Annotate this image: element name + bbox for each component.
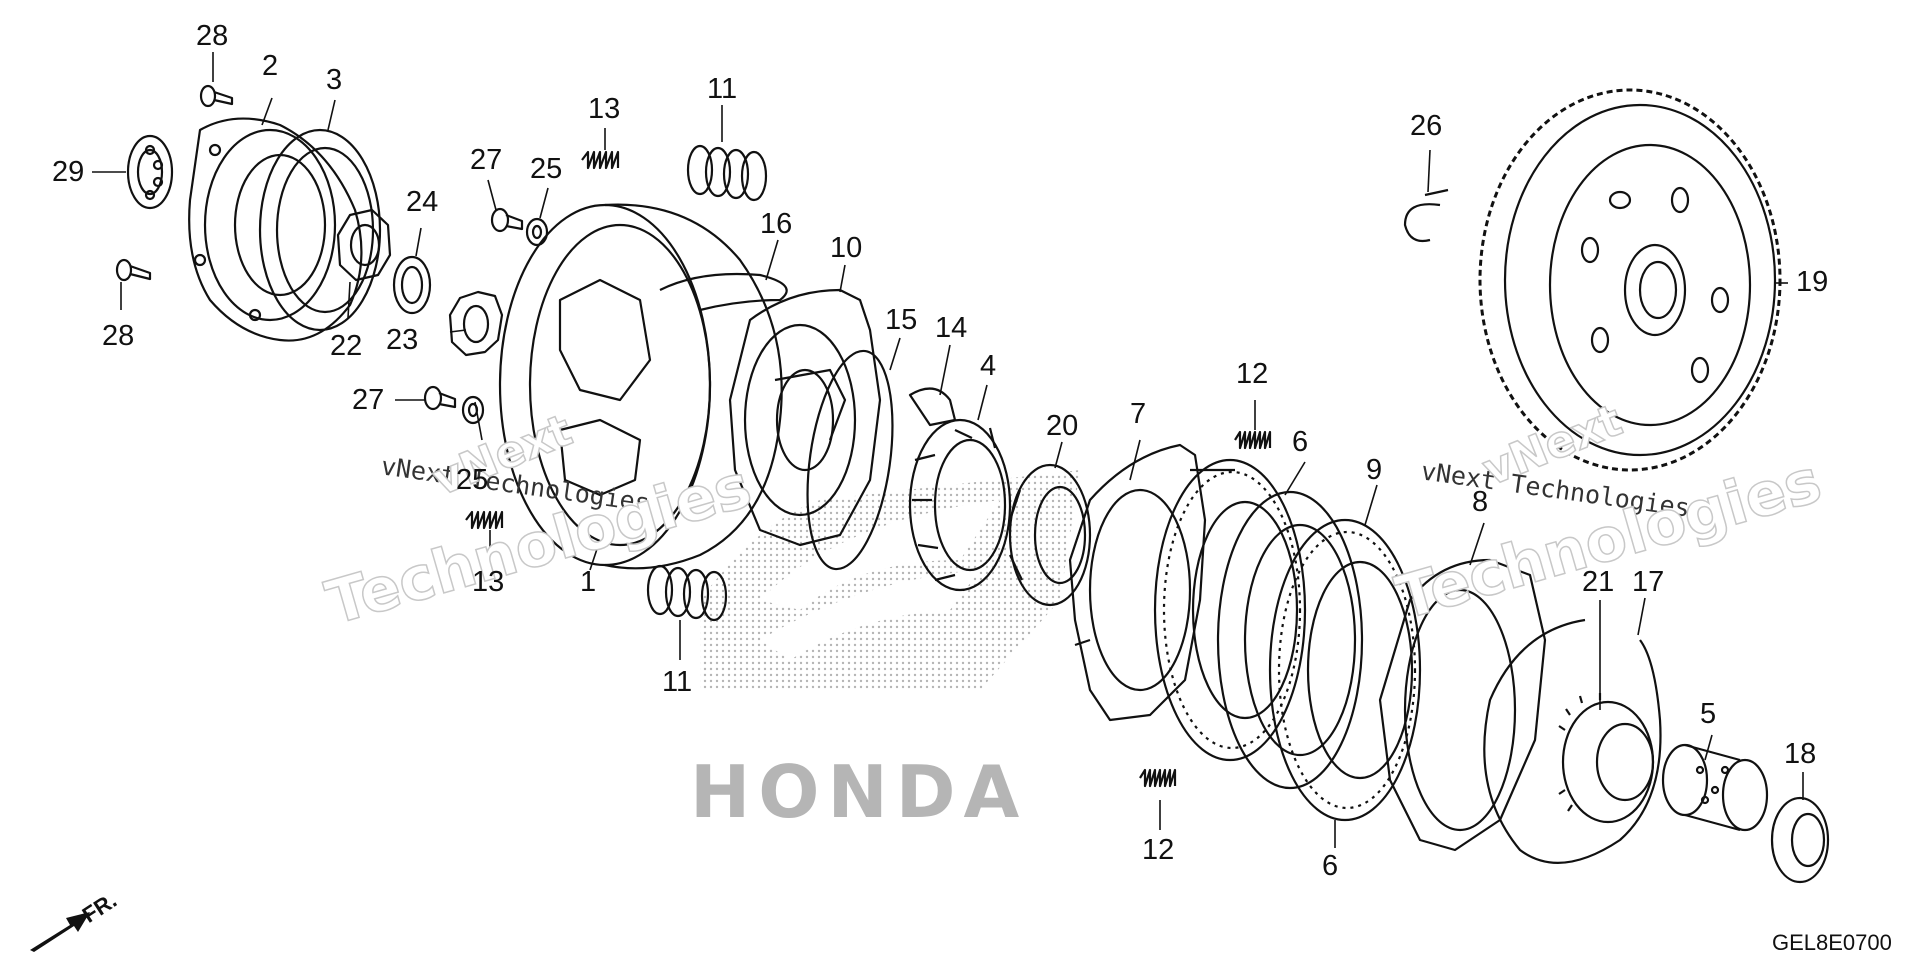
nut-part-22 [336, 208, 392, 282]
callout-8: 8 [1472, 486, 1489, 518]
spring-part-12-bottom [1139, 768, 1177, 788]
callout-26: 26 [1410, 110, 1443, 142]
callout-11: 11 [662, 666, 693, 698]
callout-11: 11 [707, 73, 738, 105]
spring-part-13-bottom [465, 510, 504, 530]
washer-part-24 [392, 255, 432, 315]
driven-gear-part-19 [1478, 88, 1782, 472]
callout-29: 29 [52, 156, 85, 188]
callout-28: 28 [102, 320, 135, 352]
callout-5: 5 [1700, 698, 1717, 730]
honda-brand-text: HONDA [690, 750, 1028, 834]
callout-9: 9 [1366, 454, 1383, 486]
callout-6: 6 [1322, 850, 1339, 882]
callout-28: 28 [196, 20, 229, 52]
callout-13: 13 [472, 566, 505, 598]
leader-lines [92, 52, 1804, 848]
callout-20: 20 [1046, 410, 1079, 442]
ring-part-14 [908, 387, 957, 427]
callout-10: 10 [830, 232, 863, 264]
callout-7: 7 [1130, 398, 1147, 430]
housing-part-2 [188, 117, 363, 342]
callout-22: 22 [330, 330, 363, 362]
clip-part-26 [1403, 188, 1449, 243]
callout-16: 16 [760, 208, 793, 240]
diagram-code: GEL8E0700 [1772, 930, 1892, 955]
clutch-plate-part-9 [1216, 490, 1364, 790]
callout-15: 15 [885, 304, 918, 336]
friction-disc-part-6-b [1268, 518, 1422, 822]
honda-wing-logo [700, 470, 1080, 690]
washer-part-25-top [525, 217, 549, 247]
circlip-part-17 [1483, 618, 1662, 864]
gasket-part-3 [258, 128, 382, 332]
one-way-clutch-part-4 [908, 418, 1012, 592]
lock-washer-part-23 [448, 290, 504, 357]
seal-part-18 [1770, 796, 1830, 884]
callout-1: 1 [580, 566, 597, 598]
collar-part-20 [1008, 463, 1092, 607]
callout-14: 14 [935, 312, 968, 344]
sleeve-part-5 [1661, 743, 1769, 832]
callout-3: 3 [326, 64, 343, 96]
callout-19: 19 [1796, 266, 1829, 298]
callout-24: 24 [406, 186, 439, 218]
callout-18: 18 [1784, 738, 1817, 770]
callout-23: 23 [386, 324, 419, 356]
clutch-drum-part-1 [498, 203, 783, 570]
callout-27: 27 [470, 144, 503, 176]
pressure-plate-part-7 [1068, 443, 1235, 722]
spring-part-12-top [1234, 430, 1272, 450]
washer-part-25-bottom [461, 395, 485, 425]
spring-clip-part-16 [659, 272, 788, 312]
callout-25: 25 [530, 153, 563, 185]
front-direction-arrow-icon [30, 912, 90, 952]
callout-27: 27 [352, 384, 385, 416]
bearing-part-29 [126, 134, 174, 210]
callout-21: 21 [1582, 566, 1615, 598]
callout-13: 13 [588, 93, 621, 125]
spring-part-11-top [686, 144, 768, 202]
bolt-part-27-bottom [423, 385, 457, 411]
spring-part-13-top [581, 150, 620, 170]
bolt-part-28-top [199, 84, 234, 108]
callout-12: 12 [1142, 834, 1175, 866]
clutch-plate-part-8 [1378, 558, 1547, 852]
callout-25: 25 [456, 464, 489, 496]
callout-6: 6 [1292, 426, 1309, 458]
ring-part-15 [806, 349, 894, 571]
callout-12: 12 [1236, 358, 1269, 390]
callout-2: 2 [262, 50, 279, 82]
gear-part-21 [1558, 693, 1655, 824]
callout-17: 17 [1632, 566, 1665, 598]
friction-disc-part-6-a [1153, 458, 1307, 762]
bolt-part-28-bottom [115, 258, 152, 282]
bolt-part-27-top [490, 207, 524, 233]
callout-4: 4 [980, 350, 997, 382]
